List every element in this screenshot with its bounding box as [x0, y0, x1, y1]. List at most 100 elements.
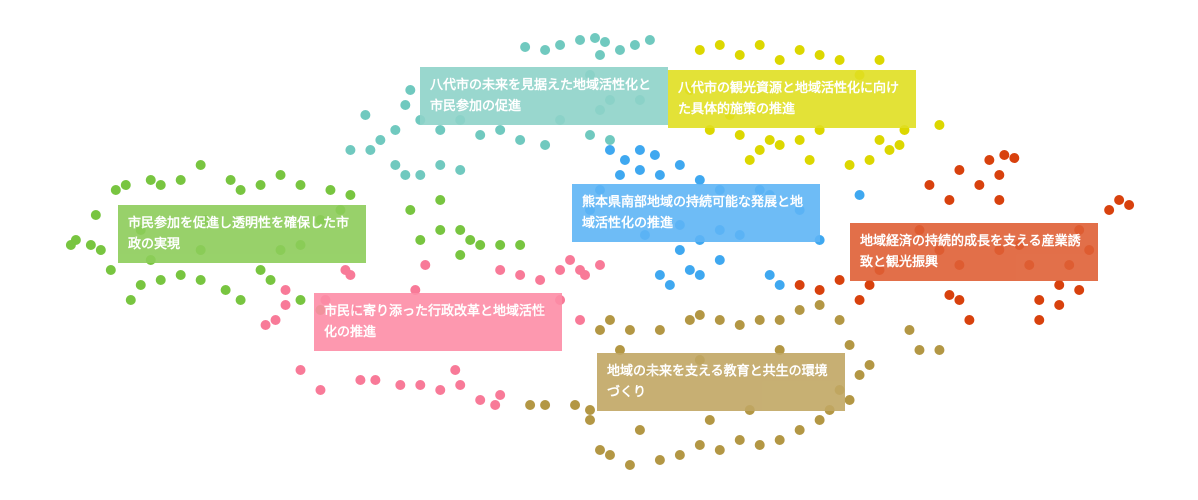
data-point — [774, 315, 785, 325]
data-point — [764, 135, 775, 145]
data-point — [1124, 200, 1135, 210]
data-point — [654, 455, 665, 465]
data-point — [934, 120, 945, 130]
data-point — [944, 290, 955, 300]
data-point — [410, 285, 421, 295]
data-point — [684, 265, 695, 275]
data-point — [375, 135, 386, 145]
data-point — [575, 35, 586, 45]
data-point — [734, 130, 745, 140]
data-point — [994, 170, 1005, 180]
data-point — [914, 345, 925, 355]
data-point — [604, 315, 615, 325]
data-point — [774, 55, 785, 65]
data-point — [515, 270, 526, 280]
data-point — [754, 440, 765, 450]
data-point — [235, 295, 246, 305]
data-point — [654, 270, 665, 280]
data-point — [794, 425, 805, 435]
data-point — [754, 40, 765, 50]
data-point — [644, 35, 655, 45]
data-point — [455, 225, 466, 235]
data-point — [345, 190, 356, 200]
data-point — [834, 55, 845, 65]
data-point — [495, 390, 506, 400]
data-point — [495, 125, 506, 135]
data-point — [360, 110, 371, 120]
cluster-series-5 — [260, 255, 605, 410]
data-point — [684, 315, 695, 325]
data-point — [575, 315, 586, 325]
data-point — [924, 180, 935, 190]
data-point — [734, 50, 745, 60]
data-point — [295, 295, 306, 305]
data-point — [125, 295, 136, 305]
data-point — [345, 270, 356, 280]
data-point — [654, 170, 665, 180]
data-point — [450, 365, 461, 375]
data-point — [999, 150, 1010, 160]
data-point — [974, 180, 985, 190]
data-point — [155, 275, 166, 285]
data-point — [594, 50, 605, 60]
data-point — [874, 55, 885, 65]
data-point — [85, 240, 96, 250]
data-point — [744, 155, 755, 165]
data-point — [894, 140, 905, 150]
data-point — [155, 180, 166, 190]
data-point — [804, 155, 815, 165]
data-point — [465, 235, 476, 245]
data-point — [555, 40, 566, 50]
data-point — [405, 85, 416, 95]
data-point — [1054, 300, 1065, 310]
data-point — [599, 37, 610, 47]
data-point — [954, 165, 965, 175]
data-point — [844, 160, 855, 170]
data-point — [904, 325, 915, 335]
data-point — [694, 45, 705, 55]
data-point — [834, 315, 845, 325]
data-point — [864, 360, 875, 370]
data-point — [235, 185, 246, 195]
cluster-label-education-coexistence: 地域の未来を支える教育と共生の環境づくり — [597, 353, 845, 411]
data-point — [714, 445, 725, 455]
data-point — [614, 345, 625, 355]
data-point — [674, 450, 685, 460]
data-point — [1104, 205, 1115, 215]
data-point — [295, 365, 306, 375]
data-point — [634, 165, 645, 175]
data-point — [370, 375, 381, 385]
data-point — [585, 130, 596, 140]
data-point — [674, 245, 685, 255]
data-point — [540, 400, 551, 410]
data-point — [525, 400, 536, 410]
data-point — [814, 285, 825, 295]
data-point — [614, 45, 625, 55]
data-point — [714, 40, 725, 50]
data-point — [864, 155, 875, 165]
data-point — [265, 275, 276, 285]
data-point — [934, 345, 945, 355]
data-point — [654, 325, 665, 335]
data-point — [280, 300, 291, 310]
data-point — [435, 125, 446, 135]
data-point — [694, 440, 705, 450]
data-point — [275, 170, 286, 180]
data-point — [405, 205, 416, 215]
data-point — [1054, 280, 1065, 290]
data-point — [400, 100, 411, 110]
data-point — [704, 415, 715, 425]
data-point — [395, 380, 406, 390]
data-point — [120, 180, 131, 190]
data-point — [295, 180, 306, 190]
data-point — [774, 140, 785, 150]
data-point — [764, 270, 775, 280]
data-point — [90, 210, 101, 220]
data-point — [420, 260, 431, 270]
data-point — [884, 145, 895, 155]
data-point — [794, 305, 805, 315]
cluster-series-6 — [525, 300, 945, 470]
data-point — [345, 145, 356, 155]
data-point — [594, 445, 605, 455]
data-point — [475, 395, 486, 405]
